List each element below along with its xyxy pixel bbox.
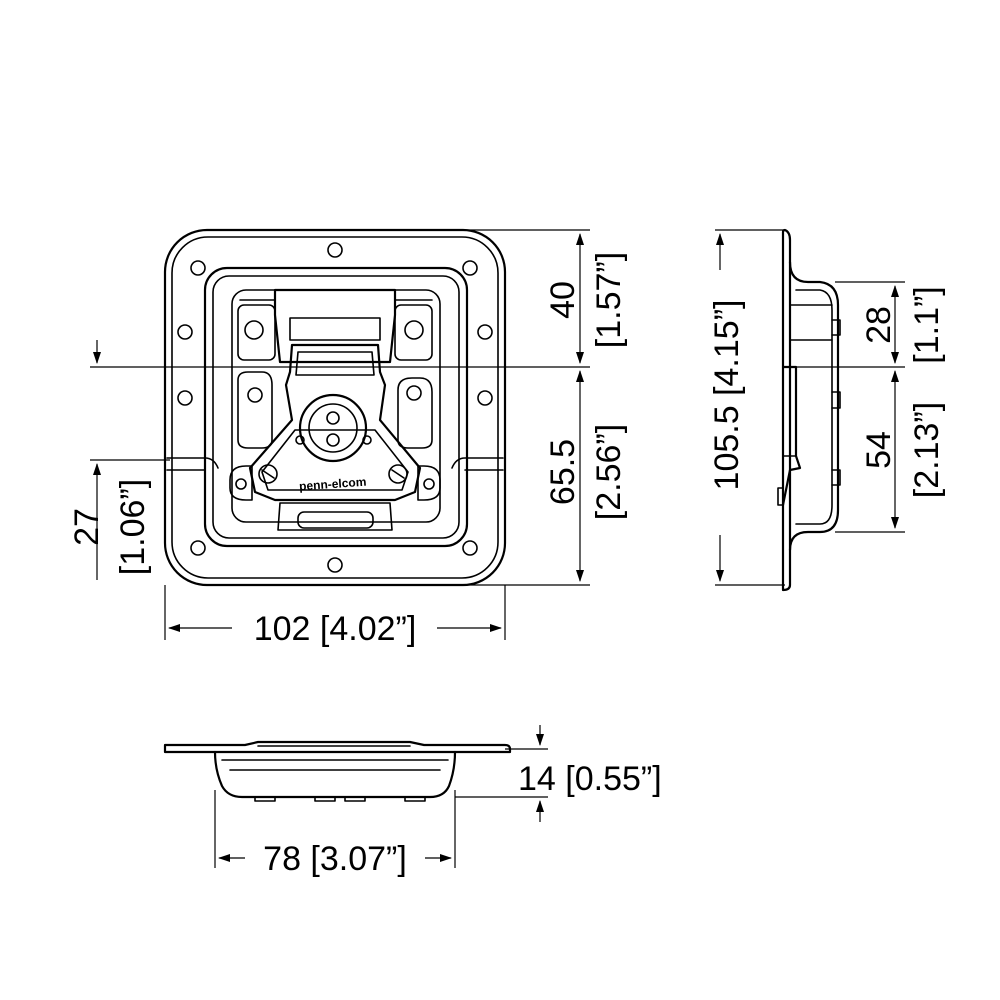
- front-slot-left: [166, 457, 219, 471]
- dim-upper-height-in: [1.57”]: [590, 252, 628, 348]
- side-dimensions: 105.5 [4.15”] 28 [1.1”] 54 [2.13”]: [708, 229, 946, 586]
- front-flange-outer: [163, 228, 507, 587]
- side-view: [777, 228, 841, 592]
- dim-dish-width: 78 [3.07”]: [263, 840, 407, 878]
- ear-right: [397, 377, 433, 449]
- dim-lower-height: 65.5: [544, 439, 582, 505]
- bottom-flange: [163, 740, 512, 754]
- side-flange: [781, 228, 792, 592]
- latch-pin-outer: [298, 393, 368, 463]
- ear-left: [237, 371, 273, 449]
- butterfly-latch: [229, 343, 441, 531]
- dim-side-lower-in: [2.13”]: [908, 402, 946, 498]
- brand-logo-text: penn-elcom: [299, 475, 367, 494]
- side-hinge: [781, 365, 802, 507]
- bottom-dimensions: 14 [0.55”] 78 [3.07”]: [214, 725, 662, 878]
- front-dimensions: 102 [4.02”] 40 [1.57”] 65.5 [2.56”] 27 […: [68, 229, 628, 648]
- dim-pivot-offset-in: [1.06”]: [114, 479, 152, 575]
- dim-lower-height-in: [2.56”]: [590, 424, 628, 520]
- mounting-holes: [177, 242, 493, 573]
- front-dish-inner: [212, 275, 460, 539]
- front-dish-outer: [203, 266, 469, 548]
- front-slot-right: [451, 457, 504, 471]
- front-flange-inner: [171, 236, 499, 579]
- dim-upper-height: 40: [544, 281, 582, 319]
- bottom-dish: [213, 750, 457, 799]
- dim-side-lower: 54: [860, 431, 898, 469]
- bottom-view: [163, 740, 512, 802]
- dim-overall-height: 105.5 [4.15”]: [708, 300, 746, 491]
- dim-depth: 14 [0.55”]: [518, 760, 662, 798]
- dim-overall-width: 102 [4.02”]: [254, 610, 417, 648]
- hinge-block: [237, 288, 433, 364]
- front-view: penn-elcom: [163, 228, 507, 587]
- dim-pivot-offset: 27: [68, 508, 106, 546]
- dim-side-upper-in: [1.1”]: [908, 286, 946, 363]
- dim-side-upper: 28: [860, 306, 898, 344]
